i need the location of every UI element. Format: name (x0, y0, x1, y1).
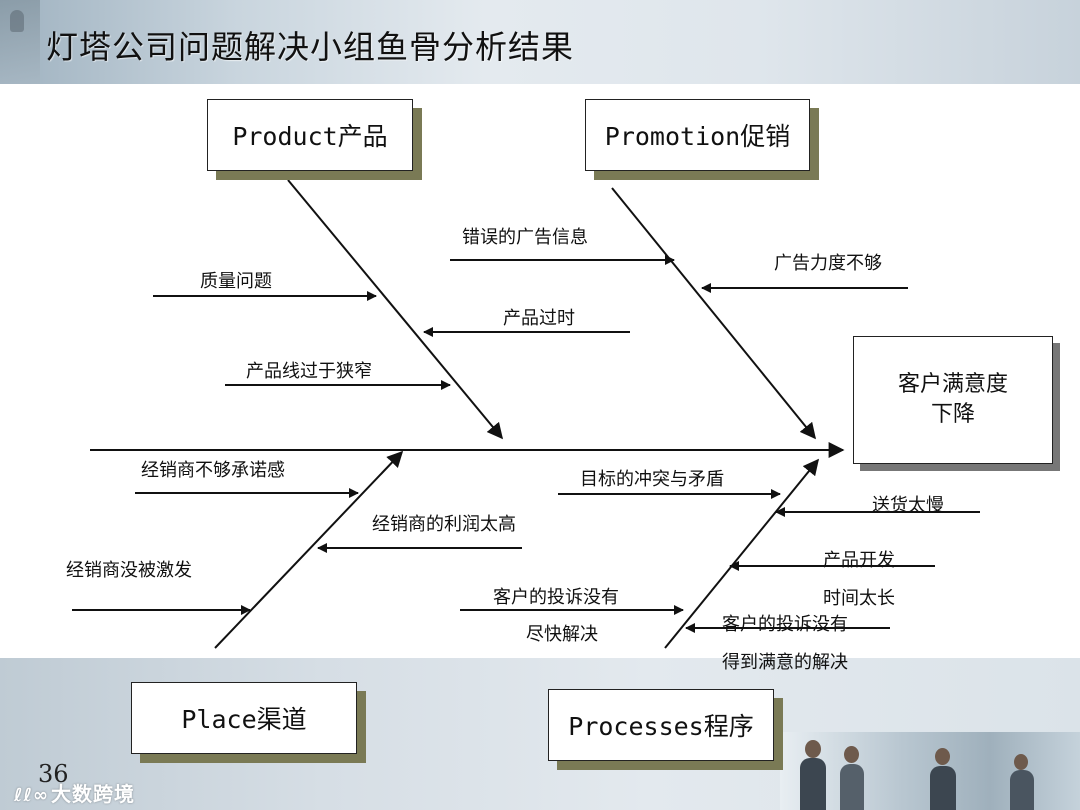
effect-line-2: 下降 (930, 402, 975, 427)
bone-promotion (611, 187, 817, 440)
cause-narrow-line: 产品线过于狭窄 (246, 361, 372, 382)
cause-complaint-b-line-1: 客户的投诉没有 (722, 614, 848, 635)
cause-motivation: 经销商没被激发 (66, 560, 192, 581)
footer-photo (780, 732, 1080, 810)
cause-complaint-b-line-2: 得到满意的解决 (722, 652, 848, 673)
cause-complaint-a-line-2: 尽快解决 (526, 624, 598, 645)
cause-margin: 经销商的利润太高 (372, 514, 516, 535)
category-place-box: Place渠道 (131, 682, 357, 754)
cause-quality: 质量问题 (200, 271, 272, 292)
effect-line-1: 客户满意度 (897, 372, 1008, 397)
effect-box: 客户满意度 下降 (853, 336, 1053, 464)
cause-outdated: 产品过时 (503, 308, 575, 329)
page-title: 灯塔公司问题解决小组鱼骨分析结果 (46, 28, 575, 66)
category-processes-box: Processes程序 (548, 689, 774, 761)
banner-figure (10, 10, 24, 32)
watermark-logo-icon: ℓℓ∞ (14, 785, 49, 806)
category-promotion-box: Promotion促销 (585, 99, 810, 171)
category-product-box: Product产品 (207, 99, 413, 171)
cause-commitment: 经销商不够承诺感 (141, 460, 285, 481)
bone-processes (664, 458, 820, 649)
header-banner (0, 0, 1080, 84)
cause-complaint-a-line-1: 客户的投诉没有 (493, 587, 619, 608)
bone-place (214, 450, 404, 649)
bone-product (287, 179, 504, 440)
watermark: ℓℓ∞大数跨境 (14, 778, 135, 807)
watermark-text: 大数跨境 (50, 782, 135, 806)
page-number: 36 (38, 760, 69, 788)
cause-conflict: 目标的冲突与矛盾 (580, 469, 724, 490)
cause-slow-delivery: 送货太慢 (872, 495, 944, 516)
cause-dev-time-line-1: 产品开发 (823, 550, 895, 571)
cause-ad-weak: 广告力度不够 (774, 253, 882, 274)
cause-dev-time-line-2: 时间太长 (823, 588, 895, 609)
cause-wrong-ad: 错误的广告信息 (462, 227, 588, 248)
